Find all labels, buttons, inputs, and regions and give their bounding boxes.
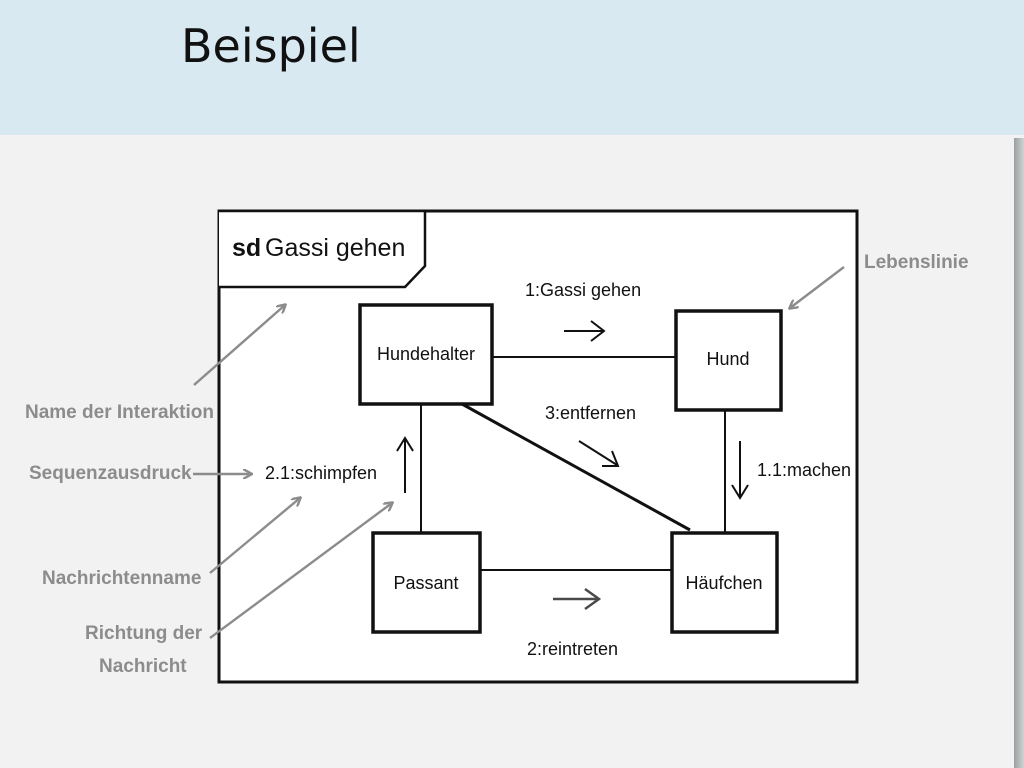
lifeline-passant: Passant (371, 531, 482, 634)
annotation-richtung-line1: Richtung der (85, 623, 203, 644)
message-3-label: 3:entfernen (545, 403, 636, 423)
annotation-richtung-line2: Nachricht (99, 656, 187, 677)
annotation-lebenslinie: Lebenslinie (864, 252, 969, 273)
right-edge-strip (1014, 138, 1024, 768)
lifeline-hundehalter-label: Hundehalter (377, 344, 475, 364)
lifeline-hund-label: Hund (706, 349, 749, 369)
lifeline-haeufchen: Häufchen (670, 531, 779, 634)
annotation-sequenzausdruck: Sequenzausdruck (29, 463, 192, 484)
message-2-1-label: 2.1:schimpfen (265, 463, 377, 483)
lifeline-haeufchen-label: Häufchen (685, 573, 762, 593)
message-2-label: 2:reintreten (527, 639, 618, 659)
slide-title: Beispiel (181, 19, 361, 73)
frame-name: Gassi gehen (265, 234, 405, 262)
annotation-nachrichtenname: Nachrichtenname (42, 568, 201, 589)
message-3-arrow (578, 440, 620, 467)
annotation-nachrichtenname-arrow (209, 498, 300, 574)
lifeline-passant-label: Passant (393, 573, 458, 593)
message-2-1-arrow (396, 436, 414, 493)
message-1-arrow (564, 320, 606, 342)
frame-keyword: sd (232, 234, 261, 262)
link-hundehalter-haeufchen (461, 402, 691, 532)
annotation-lebenslinie-arrow (790, 266, 845, 308)
annotation-name-der-interaktion: Name der Interaktion (25, 402, 214, 423)
lifeline-hund: Hund (674, 309, 783, 412)
annotation-name-arrow (193, 305, 285, 386)
message-1-1-label: 1.1:machen (757, 460, 851, 480)
lifeline-hundehalter: Hundehalter (358, 303, 494, 406)
message-1-1-arrow (731, 441, 749, 500)
message-2-arrow (553, 587, 602, 611)
message-1-label: 1:Gassi gehen (525, 280, 641, 300)
frame-name-tab (219, 209, 427, 289)
annotation-richtung-arrow (209, 503, 392, 639)
title-bar: Beispiel (0, 0, 1024, 135)
